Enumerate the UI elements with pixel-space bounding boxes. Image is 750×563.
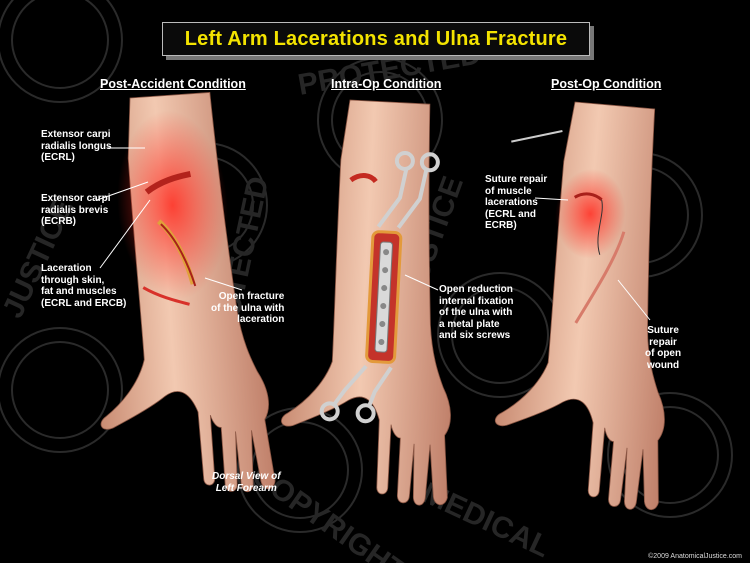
metal-plate [374,241,393,353]
arm-post-op [488,97,693,513]
suture-needle [511,130,563,143]
title-box: Left Arm Lacerations and Ulna Fracture [162,22,590,56]
panel-title-post-accident: Post-Accident Condition [100,77,246,91]
retractor [319,150,440,424]
plate-screws [378,249,390,345]
leader-lines [96,147,651,321]
muscle-laceration [144,171,192,195]
sutured-wound [574,231,626,324]
arm-intra-op [277,96,469,508]
panel-title-post-op: Post-Op Condition [551,77,662,91]
copyright-notice: ©2009 AnatomicalJustice.com [648,553,742,560]
arm-post-accident [78,89,277,503]
panel-title-intra-op: Intra-Op Condition [331,77,442,91]
page-title: Left Arm Lacerations and Ulna Fracture [184,27,568,50]
